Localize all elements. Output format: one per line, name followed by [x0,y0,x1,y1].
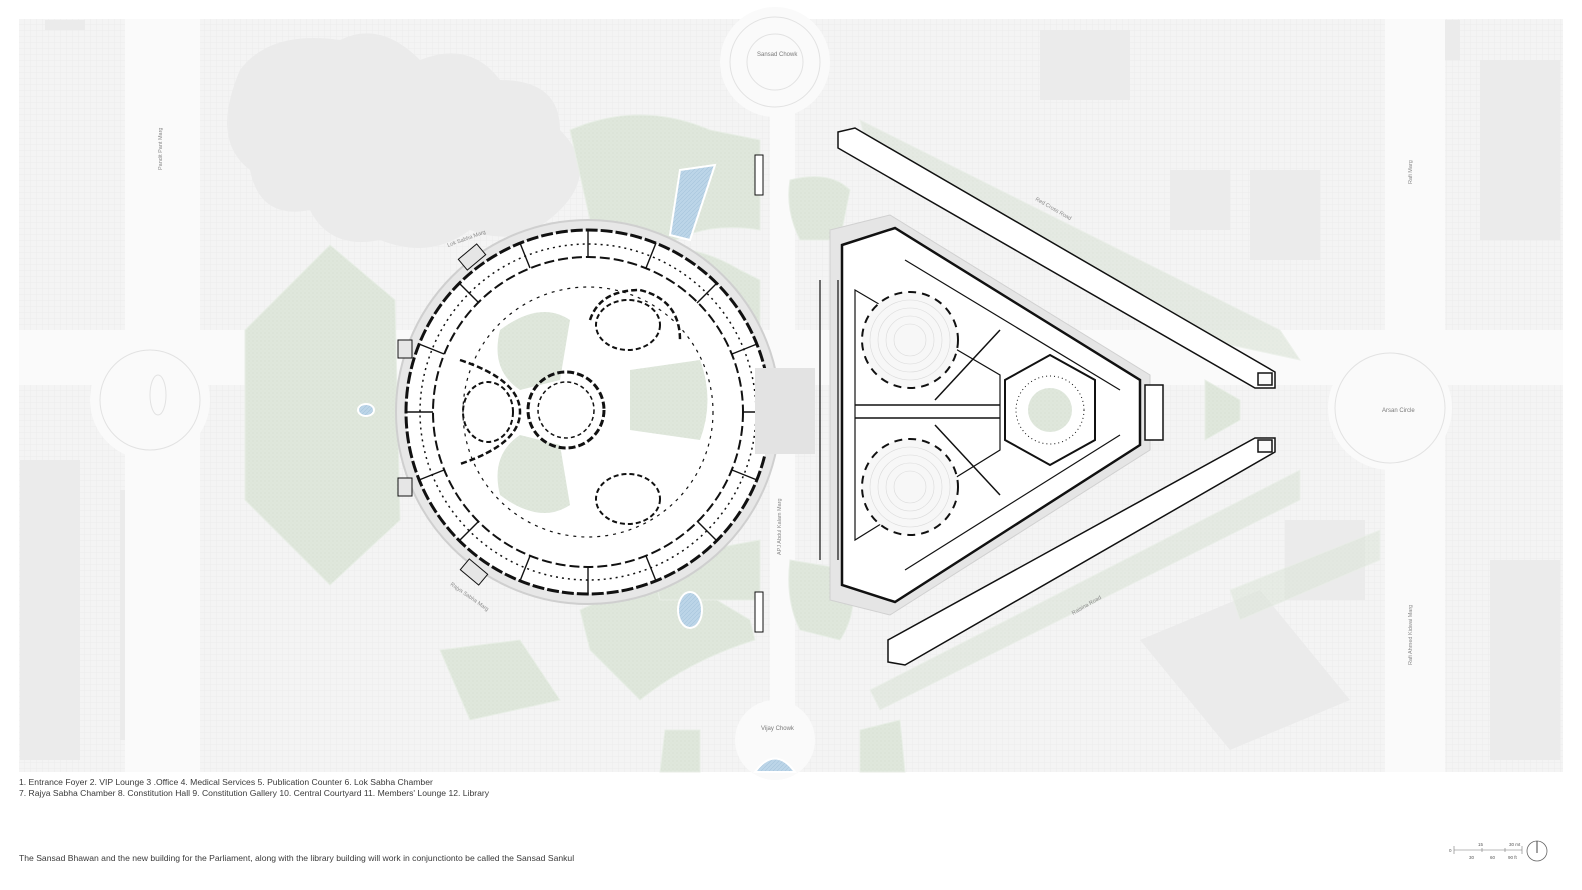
water-features [357,163,797,773]
label-pandit-pant-marg: Pandit Pant Marg [158,128,164,171]
label-rafi-ahmed-kidwai-marg: Rafi Ahmed Kidwai Marg [1408,605,1414,665]
scale-bar: 0 15 30 mt 30 60 90 ft [1449,842,1523,860]
label-apj-abdul-kalam-marg: APJ Abdul Kalam Marg [777,498,783,555]
svg-text:90 ft: 90 ft [1508,855,1518,860]
new-parliament-building [819,214,1164,616]
svg-text:30: 30 [1469,855,1475,860]
svg-text:0: 0 [1449,848,1452,853]
kiosks [754,154,764,633]
svg-text:15: 15 [1478,842,1484,847]
svg-text:60: 60 [1490,855,1496,860]
plan-description: The Sansad Bhawan and the new building f… [19,853,575,863]
label-vijay-chowk: Vijay Chowk [761,726,795,732]
svg-text:30 mt: 30 mt [1509,842,1521,847]
north-arrow-icon [1526,840,1548,862]
room-legend: 1. Entrance Foyer 2. VIP Lounge 3 .Offic… [19,777,489,798]
legend-line-1: 1. Entrance Foyer 2. VIP Lounge 3 .Offic… [19,777,433,787]
label-arsan-circle: Arsan Circle [1382,408,1415,414]
old-parliament-building [395,219,793,605]
label-rafi-marg: Rafi Marg [1408,160,1414,184]
label-sansad-chowk: Sansad Chowk [757,52,798,58]
roundabout-details [99,16,1446,464]
legend-line-2: 7. Rajya Sabha Chamber 8. Constitution H… [19,787,490,798]
flanking-wings [837,127,1276,666]
